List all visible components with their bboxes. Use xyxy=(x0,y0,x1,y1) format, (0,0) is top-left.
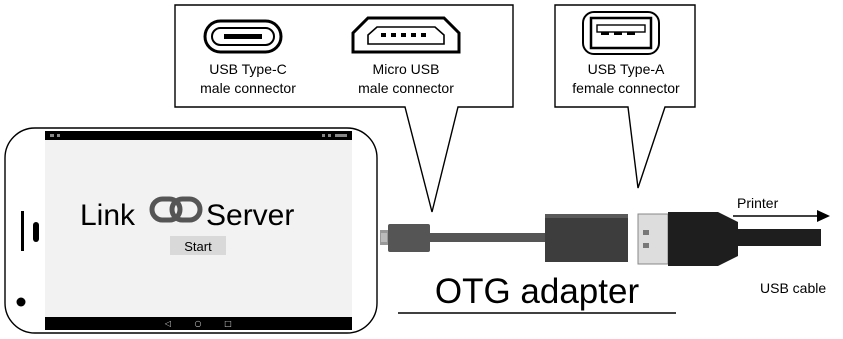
start-button-label[interactable]: Start xyxy=(184,239,212,254)
usb-type-c-icon xyxy=(203,19,283,54)
connector-callout-left: USB Type-C male connector Micro USB male… xyxy=(174,4,514,213)
phone-home-dot xyxy=(16,297,26,307)
app-name-left: Link xyxy=(80,199,136,232)
printer-arrow xyxy=(733,210,830,222)
micro-usb-label-line1: Micro USB xyxy=(373,61,440,77)
nav-home-icon[interactable]: ○ xyxy=(195,319,202,328)
otg-adapter-label: OTG adapter xyxy=(435,272,640,311)
start-button[interactable] xyxy=(170,236,226,255)
usb-c-label-line2: male connector xyxy=(200,80,296,96)
usb-a-label-line1: USB Type-A xyxy=(588,61,665,77)
callout-left-frame xyxy=(174,4,514,213)
phone-screen xyxy=(45,140,352,317)
nav-recent-icon[interactable]: □ xyxy=(224,319,232,328)
adapter-body xyxy=(545,214,628,262)
otg-adapter xyxy=(380,214,628,262)
printer-usb-cable xyxy=(637,212,821,266)
usb-a-plug-metal xyxy=(637,213,669,265)
usb-a-label-line2: female connector xyxy=(572,80,680,96)
usb-cable-label: USB cable xyxy=(760,280,826,296)
usb-c-label-line1: USB Type-C xyxy=(209,61,287,77)
adapter-cable xyxy=(430,233,547,242)
micro-usb-icon xyxy=(351,16,461,54)
nav-back-icon[interactable]: ◁ xyxy=(164,319,171,328)
smartphone: Link Server Start ◁ ○ □ xyxy=(4,127,378,334)
phone-camera-slot xyxy=(33,222,39,242)
micro-usb-plug xyxy=(388,224,430,252)
connector-callout-right: USB Type-A female connector xyxy=(554,4,696,189)
usb-type-a-female-icon xyxy=(582,11,660,55)
micro-usb-label-line2: male connector xyxy=(358,80,454,96)
link-chain-icon xyxy=(149,196,203,223)
printer-label: Printer xyxy=(737,195,779,211)
usb-cable xyxy=(736,229,821,246)
usb-a-plug-housing xyxy=(668,212,738,266)
app-name-right: Server xyxy=(206,199,294,232)
phone-side-bar xyxy=(21,211,24,251)
phone-status-bar xyxy=(50,134,347,137)
